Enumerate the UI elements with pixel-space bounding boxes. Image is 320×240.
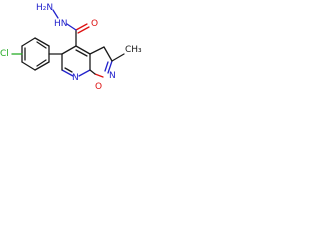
bond-iso-2 — [103, 46, 113, 62]
isoxazole-ring — [89, 46, 113, 78]
isoxazole-o-label: O — [95, 82, 102, 92]
pyridine-ring — [61, 45, 91, 77]
bond-pyr-inner-2 — [64, 67, 73, 73]
bond-phenyl-4 — [34, 61, 50, 71]
bond-nh-nh2 — [52, 9, 59, 19]
bond-phenyl-5 — [21, 61, 36, 71]
molecule-structure-diagram: Cl N N O CH₃ O HN H₂N — [0, 3, 142, 92]
bond-pyr-4 — [78, 69, 91, 77]
carbonyl-o-label: O — [91, 19, 98, 29]
bond-carbonyl-nh — [66, 23, 77, 31]
hydrazide-nh-label: HN — [54, 19, 68, 29]
pyridine-n-label: N — [72, 73, 79, 83]
isoxazole-n-label: N — [109, 71, 116, 81]
bond-pyr-inner-1 — [75, 49, 88, 57]
bond-methyl — [111, 53, 125, 62]
hydrazide-nh2-label: H₂N — [36, 3, 53, 13]
bond-iso-5 — [89, 69, 96, 75]
bond-iso-3 — [107, 60, 113, 74]
bond-carbonyl-o-2 — [77, 26, 90, 34]
bond-carbonyl-o-1 — [75, 23, 88, 31]
bond-pyr-1 — [61, 45, 77, 55]
chlorophenyl-ring — [21, 37, 50, 71]
bond-phenyl-inner-2 — [36, 59, 47, 67]
methyl-label: CH₃ — [125, 45, 142, 55]
bond-phenyl-inner-1 — [36, 41, 47, 49]
bond-iso-inner — [104, 61, 109, 72]
bond-phenyl-1 — [21, 37, 36, 47]
bond-iso-1 — [89, 46, 105, 55]
bond-pyr-5 — [61, 69, 74, 77]
bond-iso-4 — [94, 73, 104, 78]
chlorine-label: Cl — [0, 49, 9, 59]
bond-pyr-2 — [75, 45, 91, 55]
bond-phenyl-2 — [34, 37, 50, 47]
